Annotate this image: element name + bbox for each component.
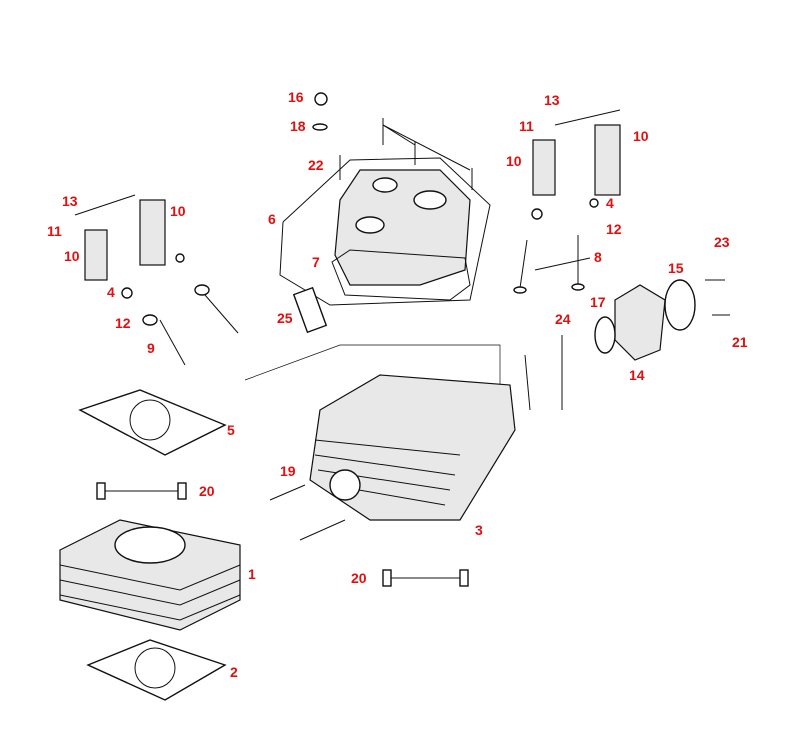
callout-10: 10 bbox=[170, 203, 186, 219]
callout-24: 24 bbox=[555, 311, 571, 327]
callout-labels: 16 18 22 6 7 25 13 11 10 10 4 12 8 23 15… bbox=[47, 89, 748, 680]
callout-6: 6 bbox=[268, 211, 276, 227]
left-valve-train bbox=[74, 194, 239, 366]
callout-11: 11 bbox=[47, 223, 62, 239]
callout-11: 11 bbox=[519, 118, 534, 134]
intake-manifold bbox=[594, 279, 730, 361]
callout-22: 22 bbox=[308, 157, 324, 173]
callout-16: 16 bbox=[288, 89, 304, 105]
callout-21: 21 bbox=[732, 334, 748, 350]
callout-1: 1 bbox=[248, 566, 256, 582]
callout-25: 25 bbox=[277, 310, 293, 326]
callout-23: 23 bbox=[714, 234, 730, 250]
callout-10: 10 bbox=[633, 128, 649, 144]
callout-13: 13 bbox=[544, 92, 560, 108]
callout-3: 3 bbox=[475, 522, 483, 538]
callout-15: 15 bbox=[668, 260, 684, 276]
callout-20: 20 bbox=[351, 570, 367, 586]
cylinder-block bbox=[59, 482, 469, 631]
callout-17: 17 bbox=[590, 294, 606, 310]
callout-9: 9 bbox=[147, 340, 155, 356]
callout-18: 18 bbox=[290, 118, 306, 134]
callout-4: 4 bbox=[107, 284, 115, 300]
callout-2: 2 bbox=[230, 664, 238, 680]
callout-5: 5 bbox=[227, 422, 235, 438]
callout-13: 13 bbox=[62, 193, 78, 209]
callout-12: 12 bbox=[115, 315, 131, 331]
right-valve-train bbox=[513, 109, 621, 294]
head-gasket bbox=[78, 389, 227, 456]
callout-14: 14 bbox=[629, 367, 645, 383]
base-gasket bbox=[86, 639, 227, 701]
callout-20: 20 bbox=[199, 483, 215, 499]
callout-4: 4 bbox=[606, 195, 614, 211]
callout-19: 19 bbox=[280, 463, 296, 479]
spark-plug bbox=[292, 286, 328, 334]
callout-7: 7 bbox=[312, 254, 320, 270]
callout-10: 10 bbox=[64, 248, 80, 264]
callout-12: 12 bbox=[606, 221, 622, 237]
valve-cover-assembly bbox=[279, 92, 491, 306]
callout-10: 10 bbox=[506, 153, 522, 169]
cylinder-head bbox=[244, 335, 563, 541]
callout-8: 8 bbox=[594, 249, 602, 265]
